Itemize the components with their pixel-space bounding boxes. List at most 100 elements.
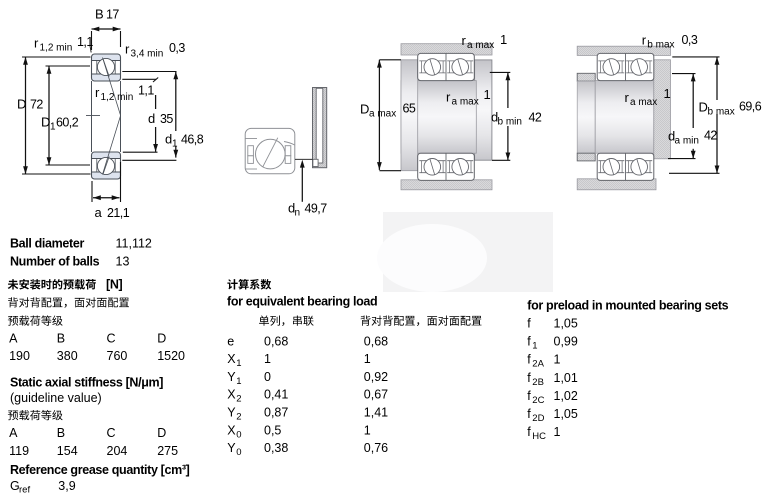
svg-text:0,68: 0,68 [264, 334, 288, 348]
svg-text:A: A [9, 332, 18, 346]
svg-text:C: C [107, 332, 116, 346]
svg-text:a max: a max [467, 40, 494, 51]
svg-text:1520: 1520 [157, 349, 185, 363]
svg-text:0,3: 0,3 [682, 33, 698, 47]
svg-text:60,2: 60,2 [56, 116, 79, 130]
svg-text:X: X [227, 352, 236, 366]
svg-text:2D: 2D [532, 413, 544, 424]
svg-text:380: 380 [57, 349, 78, 363]
svg-text:D: D [41, 115, 50, 130]
svg-text:Ball diameter: Ball diameter [10, 236, 84, 250]
svg-text:a min: a min [675, 136, 699, 147]
svg-text:f: f [527, 317, 531, 331]
svg-text:a: a [95, 205, 103, 220]
svg-text:154: 154 [57, 444, 78, 458]
svg-text:0,68: 0,68 [364, 334, 388, 348]
svg-text:0,99: 0,99 [554, 335, 578, 349]
svg-text:0: 0 [264, 370, 271, 384]
svg-text:13: 13 [116, 255, 130, 269]
svg-text:f: f [527, 335, 531, 349]
svg-text:d: d [491, 110, 498, 125]
svg-text:f: f [527, 389, 531, 403]
svg-text:D: D [360, 102, 369, 117]
svg-text:r: r [34, 36, 39, 51]
svg-text:B: B [57, 426, 65, 440]
svg-text:42: 42 [704, 129, 717, 143]
svg-text:[N]: [N] [106, 278, 122, 292]
svg-text:65: 65 [403, 102, 416, 116]
svg-text:2A: 2A [532, 359, 544, 370]
svg-text:e: e [227, 334, 234, 348]
svg-text:1,1: 1,1 [77, 35, 93, 49]
svg-text:2: 2 [236, 394, 241, 405]
svg-text:1: 1 [554, 353, 561, 367]
svg-text:r: r [462, 33, 467, 48]
svg-text:35: 35 [160, 112, 173, 126]
svg-text:d: d [288, 201, 295, 216]
svg-text:0: 0 [236, 447, 241, 458]
svg-text:r: r [446, 90, 451, 105]
svg-text:1,05: 1,05 [554, 317, 578, 331]
svg-text:17: 17 [106, 8, 119, 22]
svg-text:0,67: 0,67 [364, 388, 388, 402]
svg-text:119: 119 [9, 444, 29, 458]
svg-text:0,5: 0,5 [264, 423, 281, 437]
svg-text:1: 1 [264, 352, 271, 366]
svg-text:1: 1 [532, 341, 537, 352]
svg-text:f: f [527, 407, 531, 421]
svg-text:f: f [527, 371, 531, 385]
svg-text:d: d [668, 129, 675, 144]
svg-text:1: 1 [364, 352, 371, 366]
svg-text:Static axial stiffness [N/μm]: Static axial stiffness [N/μm] [10, 375, 163, 389]
svg-text:1: 1 [664, 86, 671, 101]
svg-text:X: X [227, 388, 236, 402]
svg-text:1,05: 1,05 [554, 407, 578, 421]
svg-text:69,6: 69,6 [739, 100, 762, 114]
svg-text:204: 204 [107, 444, 128, 458]
svg-text:D: D [157, 426, 166, 440]
svg-text:1: 1 [554, 425, 561, 439]
svg-text:2B: 2B [532, 377, 544, 388]
svg-text:1,01: 1,01 [554, 371, 578, 385]
svg-text:Number of balls: Number of balls [10, 255, 100, 269]
svg-text:(guideline value): (guideline value) [10, 391, 102, 405]
svg-text:0,92: 0,92 [364, 370, 388, 384]
svg-text:Reference grease quantity [cm³: Reference grease quantity [cm³] [10, 463, 190, 477]
svg-text:1,1: 1,1 [138, 84, 154, 98]
svg-text:0,87: 0,87 [264, 406, 288, 420]
svg-text:D: D [699, 100, 708, 115]
svg-text:21,1: 21,1 [107, 206, 130, 220]
svg-text:b max: b max [708, 107, 735, 118]
svg-text:Y: Y [227, 441, 236, 455]
svg-text:0,76: 0,76 [364, 441, 388, 455]
svg-text:1: 1 [236, 376, 241, 387]
svg-text:49,7: 49,7 [305, 202, 328, 216]
svg-text:2: 2 [236, 412, 241, 423]
svg-text:n: n [295, 208, 301, 219]
svg-text:b max: b max [647, 40, 674, 51]
svg-text:G: G [10, 479, 20, 493]
svg-text:11,112: 11,112 [116, 236, 152, 250]
svg-text:Y: Y [227, 370, 236, 384]
svg-text:2C: 2C [532, 395, 544, 406]
svg-text:ref: ref [19, 485, 30, 496]
svg-text:f: f [527, 353, 531, 367]
svg-text:1,2 min: 1,2 min [40, 43, 73, 54]
svg-text:0,41: 0,41 [264, 388, 288, 402]
svg-text:X: X [227, 423, 236, 437]
svg-text:1: 1 [364, 423, 371, 437]
svg-text:1: 1 [500, 32, 507, 47]
svg-text:190: 190 [9, 349, 30, 363]
svg-text:1: 1 [236, 358, 241, 369]
svg-text:1: 1 [484, 87, 491, 102]
svg-text:42: 42 [529, 111, 542, 125]
svg-text:d: d [148, 111, 155, 126]
svg-text:1,2 min: 1,2 min [101, 92, 134, 103]
svg-text:1: 1 [50, 122, 56, 133]
svg-text:1: 1 [172, 139, 178, 150]
svg-text:3,4 min: 3,4 min [131, 49, 164, 60]
svg-text:3,9: 3,9 [58, 479, 75, 493]
svg-text:r: r [95, 85, 100, 100]
svg-text:r: r [125, 42, 130, 57]
svg-text:1,41: 1,41 [364, 406, 388, 420]
